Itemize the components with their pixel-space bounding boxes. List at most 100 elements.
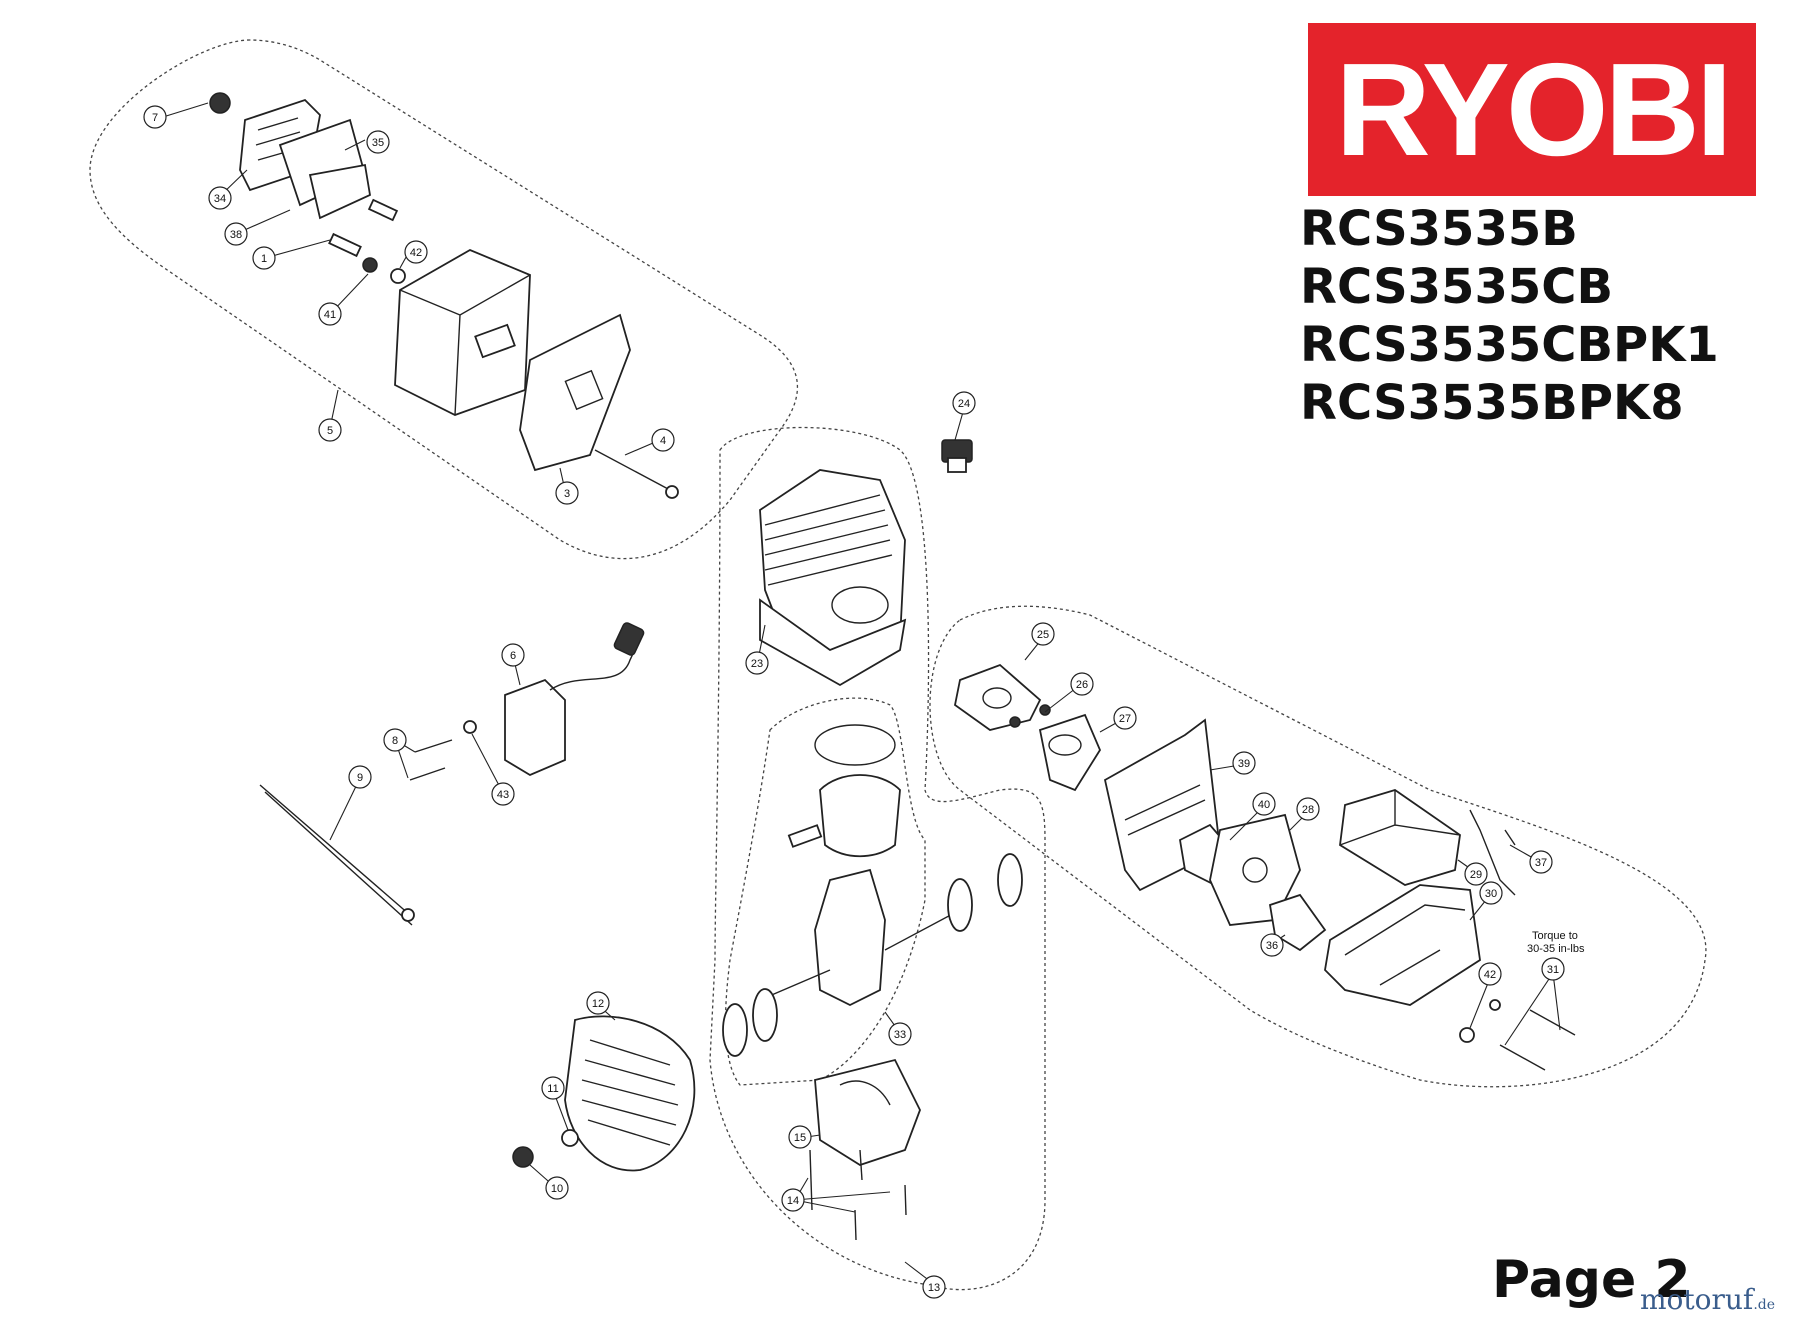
intake-gasket-part xyxy=(954,663,1042,731)
muffler-lock-nut-part xyxy=(362,257,378,273)
callout-29: 29 xyxy=(1464,862,1488,886)
callout-35: 35 xyxy=(366,130,390,154)
callout-42-intake: 42 xyxy=(1478,962,1502,986)
callout-1: 1 xyxy=(252,246,276,270)
torque-note-line2: 30-35 in-lbs xyxy=(1527,943,1585,955)
callout-14: 14 xyxy=(781,1188,805,1212)
svg-text:11: 11 xyxy=(547,1083,558,1095)
svg-text:7: 7 xyxy=(152,112,158,124)
muffler-washer-part xyxy=(390,268,406,284)
ignition-coil-part xyxy=(504,622,645,777)
group-outline-crankcase xyxy=(724,697,926,1086)
callout-31: 31 xyxy=(1541,957,1565,981)
intake-manifold-part xyxy=(1038,713,1102,792)
callout-36: 36 xyxy=(1260,933,1284,957)
callout-43: 43 xyxy=(491,782,515,806)
flywheel-nut-part xyxy=(512,1146,534,1168)
svg-text:39: 39 xyxy=(1238,758,1250,770)
svg-text:24: 24 xyxy=(958,398,970,410)
svg-text:40: 40 xyxy=(1258,799,1270,811)
callout-33: 33 xyxy=(888,1022,912,1046)
callout-12: 12 xyxy=(586,991,610,1015)
callout-3: 3 xyxy=(555,481,579,505)
group-outline-intake xyxy=(929,605,1707,1088)
callout-37: 37 xyxy=(1529,850,1553,874)
group-outline-muffler xyxy=(89,39,799,560)
svg-text:15: 15 xyxy=(794,1132,806,1144)
page-label: Page 2 xyxy=(1492,1250,1691,1310)
callout-8: 8 xyxy=(383,728,407,752)
callout-24: 24 xyxy=(952,391,976,415)
svg-text:10: 10 xyxy=(551,1183,563,1195)
model-list: RCS3535B RCS3535CB RCS3535CBPK1 RCS3535B… xyxy=(1300,200,1790,432)
model-number: RCS3535B xyxy=(1300,201,1578,257)
svg-text:8: 8 xyxy=(392,735,398,747)
muffler-screws-part xyxy=(328,198,399,258)
coil-washer-part xyxy=(463,720,477,734)
crankcase-part xyxy=(814,1058,921,1166)
crankshaft-part xyxy=(759,868,961,1007)
ryobi-logo: RYOBI xyxy=(1308,23,1756,196)
intake-screws-part xyxy=(1009,704,1051,728)
svg-text:37: 37 xyxy=(1535,857,1547,869)
air-box-pins-part xyxy=(1499,1009,1576,1071)
piston-ring-part xyxy=(814,724,896,766)
watermark: motoruf.de xyxy=(1640,1283,1775,1316)
callout-28: 28 xyxy=(1296,797,1320,821)
callout-41: 41 xyxy=(318,302,342,326)
callout-25: 25 xyxy=(1031,622,1055,646)
flywheel-washer-part xyxy=(561,1129,579,1147)
ground-wire-part xyxy=(259,784,415,926)
svg-text:38: 38 xyxy=(230,229,242,241)
callout-5: 5 xyxy=(318,418,342,442)
air-box-part xyxy=(1324,884,1481,1006)
callout-34: 34 xyxy=(208,186,232,210)
air-box-washer-2-part xyxy=(1489,999,1501,1011)
svg-text:13: 13 xyxy=(928,1282,940,1294)
svg-text:4: 4 xyxy=(660,435,666,447)
crankcase-screws-part xyxy=(809,1149,907,1241)
watermark-main: motoruf xyxy=(1640,1283,1754,1316)
callout-10: 10 xyxy=(545,1176,569,1200)
svg-text:26: 26 xyxy=(1076,679,1088,691)
air-filter-part xyxy=(1339,789,1461,886)
svg-text:31: 31 xyxy=(1547,964,1559,976)
choke-rod-part xyxy=(1469,809,1516,896)
callout-27: 27 xyxy=(1113,706,1137,730)
muffler-spark-screen-part xyxy=(308,163,372,220)
callout-4: 4 xyxy=(651,428,675,452)
svg-text:25: 25 xyxy=(1037,629,1049,641)
callout-23: 23 xyxy=(745,651,769,675)
model-number: RCS3535CBPK1 xyxy=(1300,317,1719,373)
svg-text:27: 27 xyxy=(1119,713,1131,725)
svg-text:9: 9 xyxy=(357,772,363,784)
spark-plug-part xyxy=(941,439,973,473)
svg-text:3: 3 xyxy=(564,488,570,500)
svg-text:6: 6 xyxy=(510,650,516,662)
callout-13: 13 xyxy=(922,1275,946,1299)
svg-text:42: 42 xyxy=(1484,969,1496,981)
coil-screws-part xyxy=(409,739,453,781)
svg-text:43: 43 xyxy=(497,789,509,801)
svg-text:33: 33 xyxy=(894,1029,906,1041)
ryobi-logo-text: RYOBI xyxy=(1335,36,1732,183)
svg-text:36: 36 xyxy=(1266,940,1278,952)
callout-40: 40 xyxy=(1252,792,1276,816)
callout-6: 6 xyxy=(501,643,525,667)
svg-text:14: 14 xyxy=(787,1195,799,1207)
muffler-body-part xyxy=(394,248,531,416)
svg-text:34: 34 xyxy=(214,193,226,205)
callout-42: 42 xyxy=(404,240,428,264)
flywheel-part xyxy=(564,1015,696,1172)
svg-text:12: 12 xyxy=(592,998,604,1010)
svg-text:30: 30 xyxy=(1485,888,1497,900)
muffler-nut-part xyxy=(209,92,231,114)
svg-text:29: 29 xyxy=(1470,869,1482,881)
air-box-washer-part xyxy=(1459,1027,1475,1043)
callout-38: 38 xyxy=(224,222,248,246)
callout-7: 7 xyxy=(143,105,167,129)
svg-text:35: 35 xyxy=(372,137,384,149)
callout-15: 15 xyxy=(788,1125,812,1149)
group-outline-engine xyxy=(709,426,1046,1291)
